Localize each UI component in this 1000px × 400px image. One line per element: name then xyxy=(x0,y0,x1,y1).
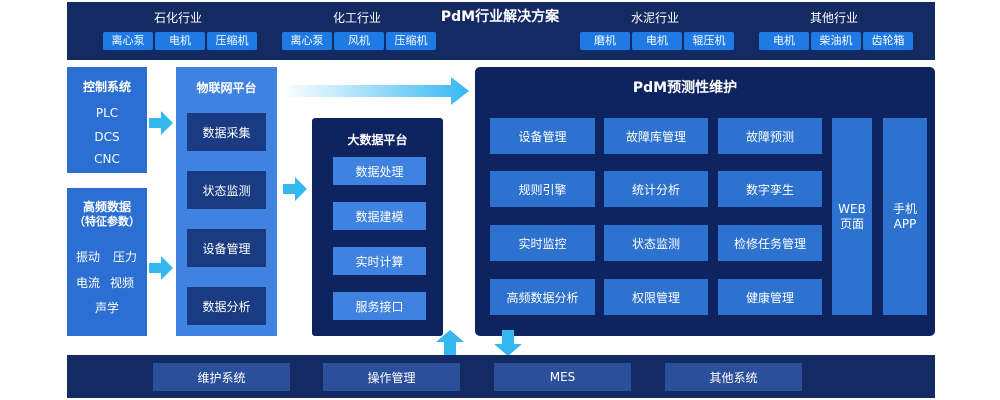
bottom-maintenance-system: 维护系统 xyxy=(153,363,290,391)
highfreq-pressure: 压力 xyxy=(113,250,138,264)
pdm-rule-engine: 规则引擎 xyxy=(490,171,595,207)
chip-fan: 风机 xyxy=(334,32,384,50)
chip-motor-3: 电机 xyxy=(759,32,809,50)
app-line1: 手机 xyxy=(892,201,917,216)
bigdata-item-modeling: 数据建模 xyxy=(333,202,426,230)
iot-item-data-analysis: 数据分析 xyxy=(187,287,266,325)
arrow-iot-to-bigdata xyxy=(283,177,307,201)
chip-motor: 电机 xyxy=(155,32,205,50)
pdm-digital-twin: 数字孪生 xyxy=(718,171,822,207)
industry-chemical: 化工行业 xyxy=(332,11,381,25)
iot-item-data-collection: 数据采集 xyxy=(187,113,266,151)
pdm-permission-management: 权限管理 xyxy=(604,279,708,315)
bigdata-item-processing: 数据处理 xyxy=(333,157,426,185)
control-item-dcs: DCS xyxy=(94,130,120,144)
pdm-realtime-monitoring: 实时监控 xyxy=(490,225,595,261)
app-line2: APP xyxy=(893,216,917,231)
bottom-operation-management: 操作管理 xyxy=(323,363,460,391)
pdm-statistics: 统计分析 xyxy=(604,171,708,207)
arrow-iot-to-pdm xyxy=(283,77,469,105)
bigdata-item-service: 服务接口 xyxy=(333,292,426,320)
header-title: PdM行业解决方案 xyxy=(440,9,560,25)
chip-diesel-engine: 柴油机 xyxy=(811,32,861,50)
header-band xyxy=(67,2,935,60)
chip-compressor-2: 压缩机 xyxy=(386,32,436,50)
bigdata-item-realtime: 实时计算 xyxy=(333,247,426,275)
control-system-panel xyxy=(67,67,147,173)
industry-cement: 水泥行业 xyxy=(630,11,679,25)
pdm-status-monitoring: 状态监测 xyxy=(604,225,708,261)
arrow-highfreq-to-iot xyxy=(149,256,173,280)
arrow-bottom-to-bigdata xyxy=(436,330,464,356)
highfreq-current: 电流 xyxy=(76,276,101,290)
web-line1: WEB xyxy=(838,201,866,216)
control-item-plc: PLC xyxy=(95,106,119,120)
pdm-title: PdM预测性维护 xyxy=(632,80,738,96)
highfreq-acoustic: 声学 xyxy=(94,301,119,315)
pdm-maintenance-task: 检修任务管理 xyxy=(718,225,822,261)
highfreq-vibration: 振动 xyxy=(76,250,101,264)
iot-item-status-monitoring: 状态监测 xyxy=(187,171,266,209)
industry-other: 其他行业 xyxy=(809,11,858,25)
chip-motor-2: 电机 xyxy=(632,32,682,50)
bottom-other-systems: 其他系统 xyxy=(665,363,802,391)
arrow-pdm-to-bottom xyxy=(494,330,522,356)
chip-gearbox: 齿轮箱 xyxy=(863,32,913,50)
chip-compressor: 压缩机 xyxy=(207,32,257,50)
chip-centrifugal-pump-2: 离心泵 xyxy=(282,32,332,50)
pdm-fault-library: 故障库管理 xyxy=(604,118,708,154)
bigdata-platform-title: 大数据平台 xyxy=(347,133,408,147)
highfreq-panel xyxy=(67,188,147,336)
iot-item-device-management: 设备管理 xyxy=(187,229,266,267)
arrow-control-to-iot xyxy=(149,111,173,135)
highfreq-subtitle: （特征参数） xyxy=(74,215,140,228)
chip-roller-press: 辊压机 xyxy=(684,32,734,50)
pdm-mobile-app: 手机 APP xyxy=(883,118,927,315)
control-system-title: 控制系统 xyxy=(82,80,131,94)
control-item-cnc: CNC xyxy=(94,152,120,166)
highfreq-title: 高频数据 xyxy=(82,200,131,214)
chip-centrifugal-pump: 离心泵 xyxy=(103,32,153,50)
industry-petrochemical: 石化行业 xyxy=(153,11,202,25)
pdm-web-page: WEB 页面 xyxy=(832,118,872,315)
highfreq-video: 视频 xyxy=(110,276,135,290)
bottom-mes: MES xyxy=(494,363,631,391)
chip-mill: 磨机 xyxy=(580,32,630,50)
iot-platform-title: 物联网平台 xyxy=(196,81,257,95)
web-line2: 页面 xyxy=(839,216,864,231)
pdm-device-management: 设备管理 xyxy=(490,118,595,154)
pdm-fault-prediction: 故障预测 xyxy=(718,118,822,154)
pdm-highfreq-analysis: 高频数据分析 xyxy=(490,279,595,315)
pdm-health-management: 健康管理 xyxy=(718,279,822,315)
